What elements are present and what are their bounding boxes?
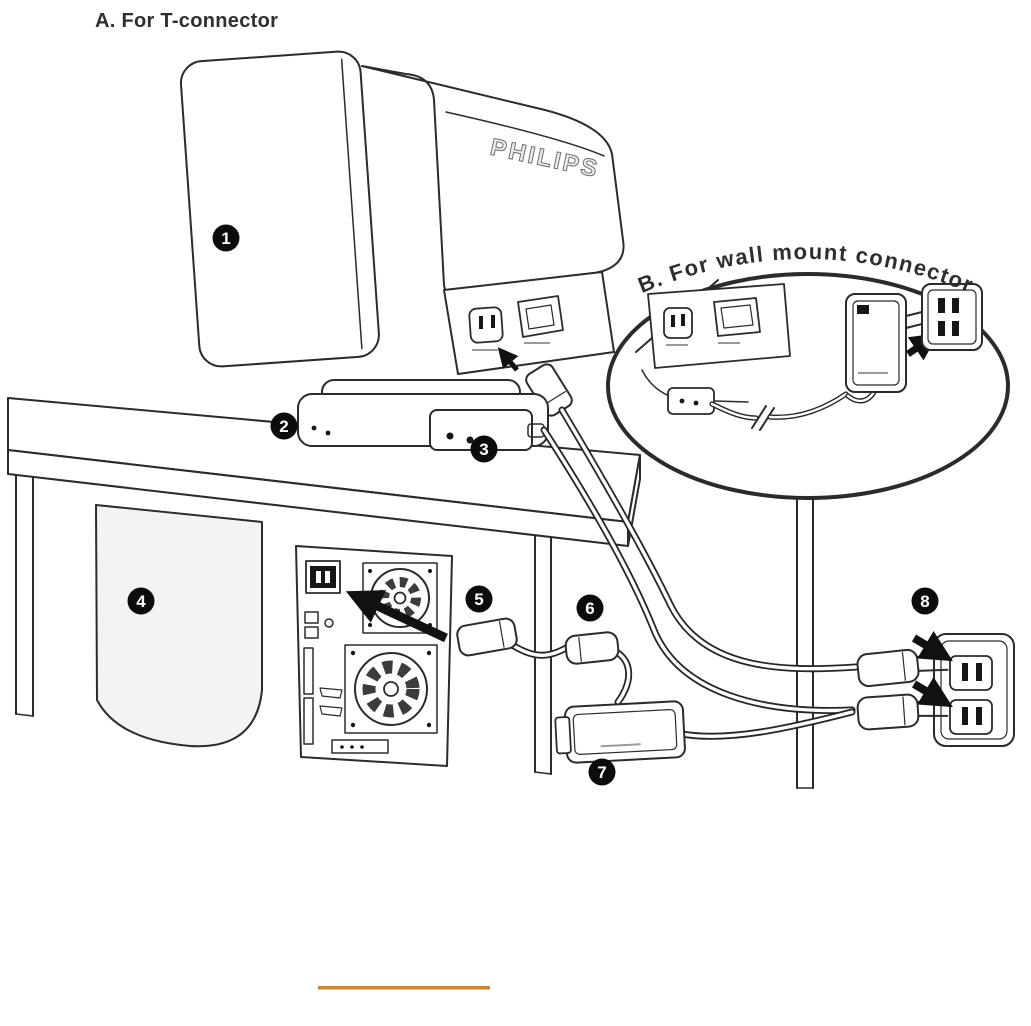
monitor-front-cabinet bbox=[179, 50, 380, 368]
callout-7: 7 bbox=[588, 758, 616, 786]
section-b-inset: B. For wall mount connector bbox=[606, 239, 1010, 500]
wall-outlet-illustration bbox=[856, 630, 1015, 747]
svg-text:2: 2 bbox=[279, 417, 288, 436]
svg-text:8: 8 bbox=[920, 592, 929, 611]
cable-break-mark bbox=[751, 405, 767, 429]
wall-plug-top bbox=[856, 648, 949, 688]
callouts-layer: 1 2 3 4 5 6 7 8 bbox=[127, 224, 939, 786]
monitor-illustration: PHILIPS bbox=[179, 50, 625, 451]
svg-text:6: 6 bbox=[585, 599, 594, 618]
tower-ports bbox=[303, 611, 389, 754]
inset-cable bbox=[709, 389, 877, 431]
wall-mount-socket-icon bbox=[517, 295, 564, 344]
inset-power-inlet-icon bbox=[663, 307, 693, 346]
outlet-arrow-top-icon bbox=[911, 630, 953, 662]
monitor-rear-housing bbox=[361, 65, 625, 306]
desk-leg-left bbox=[15, 473, 34, 717]
svg-text:3: 3 bbox=[479, 440, 488, 459]
monitor-base bbox=[297, 379, 549, 451]
callout-3: 3 bbox=[470, 435, 498, 463]
inlet-arrow-icon bbox=[497, 347, 519, 372]
outlet-socket-bottom bbox=[949, 699, 993, 735]
svg-text:4: 4 bbox=[136, 592, 146, 611]
bottom-divider-rule bbox=[318, 986, 490, 990]
svg-text:1: 1 bbox=[221, 229, 230, 248]
callout-2: 2 bbox=[270, 412, 298, 440]
outlet-arrow-bottom-icon bbox=[911, 676, 953, 708]
callout-5: 5 bbox=[465, 585, 493, 613]
power-adapter bbox=[554, 700, 686, 764]
pc-power-plug bbox=[456, 617, 518, 657]
cables bbox=[510, 406, 860, 740]
desk-leg-rear-right bbox=[796, 459, 814, 789]
pc-tower-illustration bbox=[295, 545, 453, 767]
inset-wall-mount-socket-icon bbox=[713, 297, 761, 344]
callout-1: 1 bbox=[212, 224, 240, 252]
svg-text:7: 7 bbox=[597, 763, 606, 782]
inset-wall-mount-adapter bbox=[845, 293, 923, 393]
monitor-connector-panel bbox=[443, 271, 615, 375]
callout-8: 8 bbox=[911, 587, 939, 615]
cable-coupler bbox=[564, 631, 620, 665]
pc-inlet-arrow-icon bbox=[345, 590, 448, 643]
callout-6: 6 bbox=[576, 594, 604, 622]
cable-break-mark bbox=[759, 407, 775, 431]
outlet-socket-top bbox=[949, 655, 993, 691]
power-inlet-icon bbox=[468, 306, 504, 351]
callout-4: 4 bbox=[127, 587, 155, 615]
inset-base-connector bbox=[667, 387, 715, 415]
inset-wall-outlet bbox=[921, 283, 983, 351]
tower-power-inlet bbox=[305, 560, 341, 594]
tower-fan-bottom-icon bbox=[344, 644, 438, 734]
under-desk-panel bbox=[95, 504, 263, 748]
svg-text:5: 5 bbox=[474, 590, 483, 609]
section-a-title: A. For T-connector bbox=[95, 10, 278, 32]
inset-connector-panel bbox=[647, 283, 791, 369]
